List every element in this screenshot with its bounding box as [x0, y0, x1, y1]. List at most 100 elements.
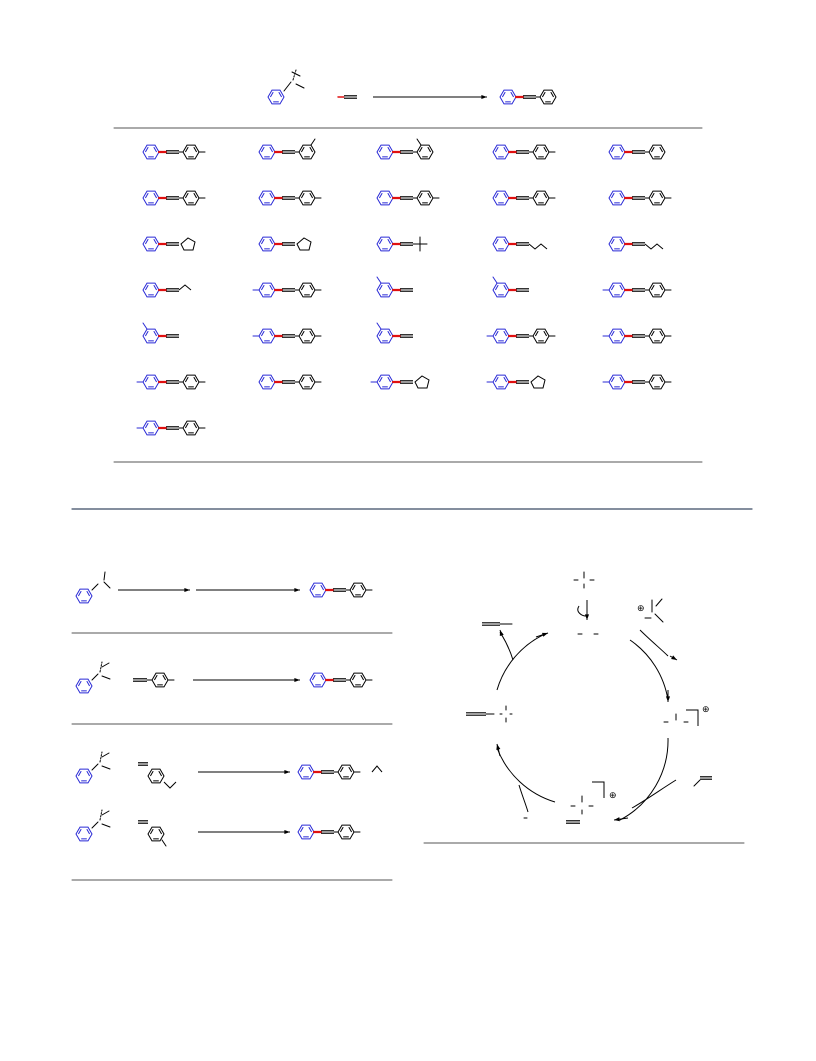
ring-double-bond [144, 238, 149, 245]
ring-double-bond [162, 674, 167, 681]
ring-outline [376, 282, 394, 298]
ring-double-bond [387, 146, 392, 153]
ring-outline [492, 328, 510, 344]
bond-line [655, 598, 663, 607]
aryl-ring-icon [337, 824, 355, 840]
reaction-arrow-icon [496, 743, 501, 757]
ring-outline [492, 282, 510, 298]
arrow-head [671, 655, 677, 660]
ring-double-bond [260, 284, 265, 291]
aryl-ring-icon [258, 190, 276, 206]
ring-outline [182, 144, 200, 160]
ring-double-bond [260, 238, 265, 245]
alkyne-icon [166, 195, 179, 201]
ring-double-bond [153, 284, 158, 291]
ring-outline [309, 672, 327, 688]
arrow-head [499, 630, 504, 636]
ring-outline [267, 89, 285, 105]
ring-double-bond [320, 674, 325, 681]
bond-line [101, 752, 110, 758]
ring-double-bond [149, 828, 154, 835]
ring-double-bond [650, 192, 655, 199]
ring-double-bond [158, 770, 163, 777]
alkyne-icon [400, 241, 413, 247]
ring-outline [349, 672, 367, 688]
ring-double-bond [534, 146, 539, 153]
alkyne-icon [516, 333, 529, 339]
ring-double-bond [86, 828, 91, 835]
ring-outline [75, 768, 93, 784]
ring-double-bond [260, 376, 265, 383]
ring-double-bond [619, 192, 624, 199]
ring-double-bond [144, 146, 149, 153]
ring-outline [492, 144, 510, 160]
ring-double-bond [260, 192, 265, 199]
thiophene-ring-icon [530, 375, 546, 389]
ring-double-bond [360, 674, 365, 681]
reaction-arrow-icon [499, 629, 504, 637]
alkyne-icon [282, 241, 295, 247]
ring-outline [376, 144, 394, 160]
ring-double-bond [269, 91, 274, 98]
bond-line [101, 810, 110, 816]
bracket [686, 709, 699, 726]
ring-double-bond [659, 146, 664, 153]
alkyne-icon [321, 830, 334, 834]
ring-outline [608, 282, 626, 298]
vinyl-group [163, 781, 177, 789]
alkyne-icon [516, 241, 529, 247]
ring-double-bond [269, 192, 274, 199]
cycle-arc [496, 633, 546, 691]
ring-double-bond [387, 330, 392, 337]
aryl-ring-icon [376, 144, 394, 160]
methyl-substituent [376, 322, 382, 330]
arrow-head [542, 632, 548, 637]
ring-outline [608, 190, 626, 206]
reaction-arrow-icon [198, 769, 290, 775]
aryl-ring-icon [337, 764, 355, 780]
aryl-ring-icon [648, 374, 666, 390]
ring-double-bond [650, 146, 655, 153]
ring-double-bond [311, 674, 316, 681]
bond-line [101, 765, 111, 770]
ring-outline [182, 190, 200, 206]
ring-double-bond [659, 192, 664, 199]
ring-outline [416, 144, 434, 160]
ring-double-bond [260, 330, 265, 337]
ring-outline [337, 824, 355, 840]
alkyne-icon [466, 712, 486, 716]
ring-double-bond [299, 826, 304, 833]
bond-line [101, 823, 111, 828]
ring-outline [298, 374, 316, 390]
ring-double-bond [269, 146, 274, 153]
ring-double-bond [494, 146, 499, 153]
reaction-arrow-icon [198, 829, 290, 835]
ring-double-bond [144, 284, 149, 291]
ring-double-bond [650, 330, 655, 337]
ring-double-bond [269, 284, 274, 291]
ring-double-bond [610, 284, 615, 291]
arrow-head [665, 696, 671, 702]
alkyne-icon [321, 770, 334, 774]
alkyne-icon [400, 287, 413, 293]
ring-outline [258, 144, 276, 160]
ring-double-bond [299, 766, 304, 773]
ring-double-bond [494, 376, 499, 383]
bond-line [103, 571, 106, 581]
plus-charge-icon: ⊕ [702, 704, 710, 714]
bond-line [91, 583, 99, 591]
ring-double-bond [418, 192, 423, 199]
ring-double-bond [619, 284, 624, 291]
ring-double-bond [184, 422, 189, 429]
ring-double-bond [309, 376, 314, 383]
ring-double-bond [351, 584, 356, 591]
ring-outline [376, 374, 394, 390]
ring-double-bond [309, 146, 314, 153]
ring-outline [349, 582, 367, 598]
ring-double-bond [269, 330, 274, 337]
aryl-ring-icon [258, 144, 276, 160]
aryl-ring-icon [492, 328, 510, 344]
reaction-arrow-icon [535, 632, 549, 638]
ring-outline [142, 374, 160, 390]
